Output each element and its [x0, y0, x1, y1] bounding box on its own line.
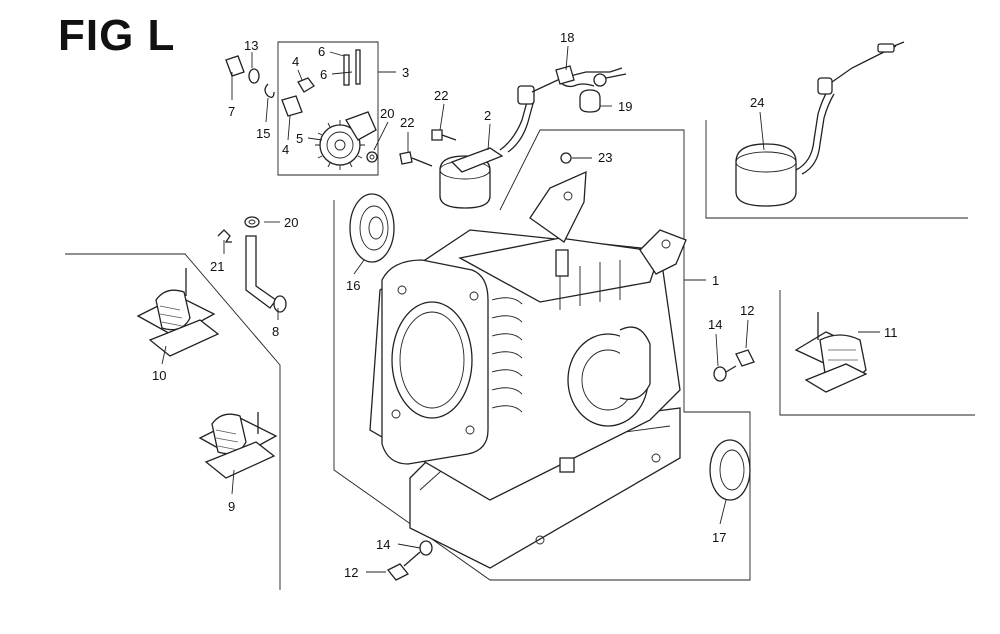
callout-24: 24 [750, 95, 764, 110]
engine-mount-9 [198, 412, 278, 479]
callout-13: 13 [244, 38, 258, 53]
engine-mount-10 [136, 268, 220, 357]
governor-part [735, 41, 905, 207]
callout-1: 1 [712, 273, 719, 288]
callout-21: 21 [210, 259, 224, 274]
callout-9: 9 [228, 499, 235, 514]
crankcase [369, 170, 687, 569]
callout-12b: 12 [344, 565, 358, 580]
dipstick-tube [217, 216, 287, 313]
callout-19: 19 [618, 99, 632, 114]
callout-15: 15 [256, 126, 270, 141]
callout-2: 2 [484, 108, 491, 123]
callout-20a: 20 [380, 106, 394, 121]
oil-pump-assembly [225, 49, 378, 170]
callout-3: 3 [402, 65, 409, 80]
callout-6a: 6 [318, 44, 325, 59]
oil-seal-16 [349, 193, 395, 263]
callout-20b: 20 [284, 215, 298, 230]
callout-16: 16 [346, 278, 360, 293]
callout-18: 18 [560, 30, 574, 45]
callout-12a: 12 [740, 303, 754, 318]
leader-lines [161, 45, 880, 573]
callout-11: 11 [884, 325, 898, 340]
callout-4b: 4 [282, 142, 289, 157]
figure-title: FIG L [58, 11, 176, 60]
group-brackets [65, 41, 975, 590]
callout-14a: 14 [708, 317, 722, 332]
oil-seal-17 [709, 439, 751, 501]
callout-23: 23 [598, 150, 612, 165]
callout-6b: 6 [320, 67, 327, 82]
callout-7: 7 [228, 104, 235, 119]
callout-5: 5 [296, 131, 303, 146]
callout-22a: 22 [434, 88, 448, 103]
engine-mount-11 [794, 312, 868, 393]
bolts-and-washers [386, 152, 755, 581]
callout-14b: 14 [376, 537, 390, 552]
callout-8: 8 [272, 324, 279, 339]
callouts: 1 2 3 4 4 5 6 6 7 8 9 10 11 12 12 13 14 … [152, 30, 898, 580]
callout-10: 10 [152, 368, 166, 383]
callout-17: 17 [712, 530, 726, 545]
callout-4a: 4 [292, 54, 299, 69]
callout-22b: 22 [400, 115, 414, 130]
